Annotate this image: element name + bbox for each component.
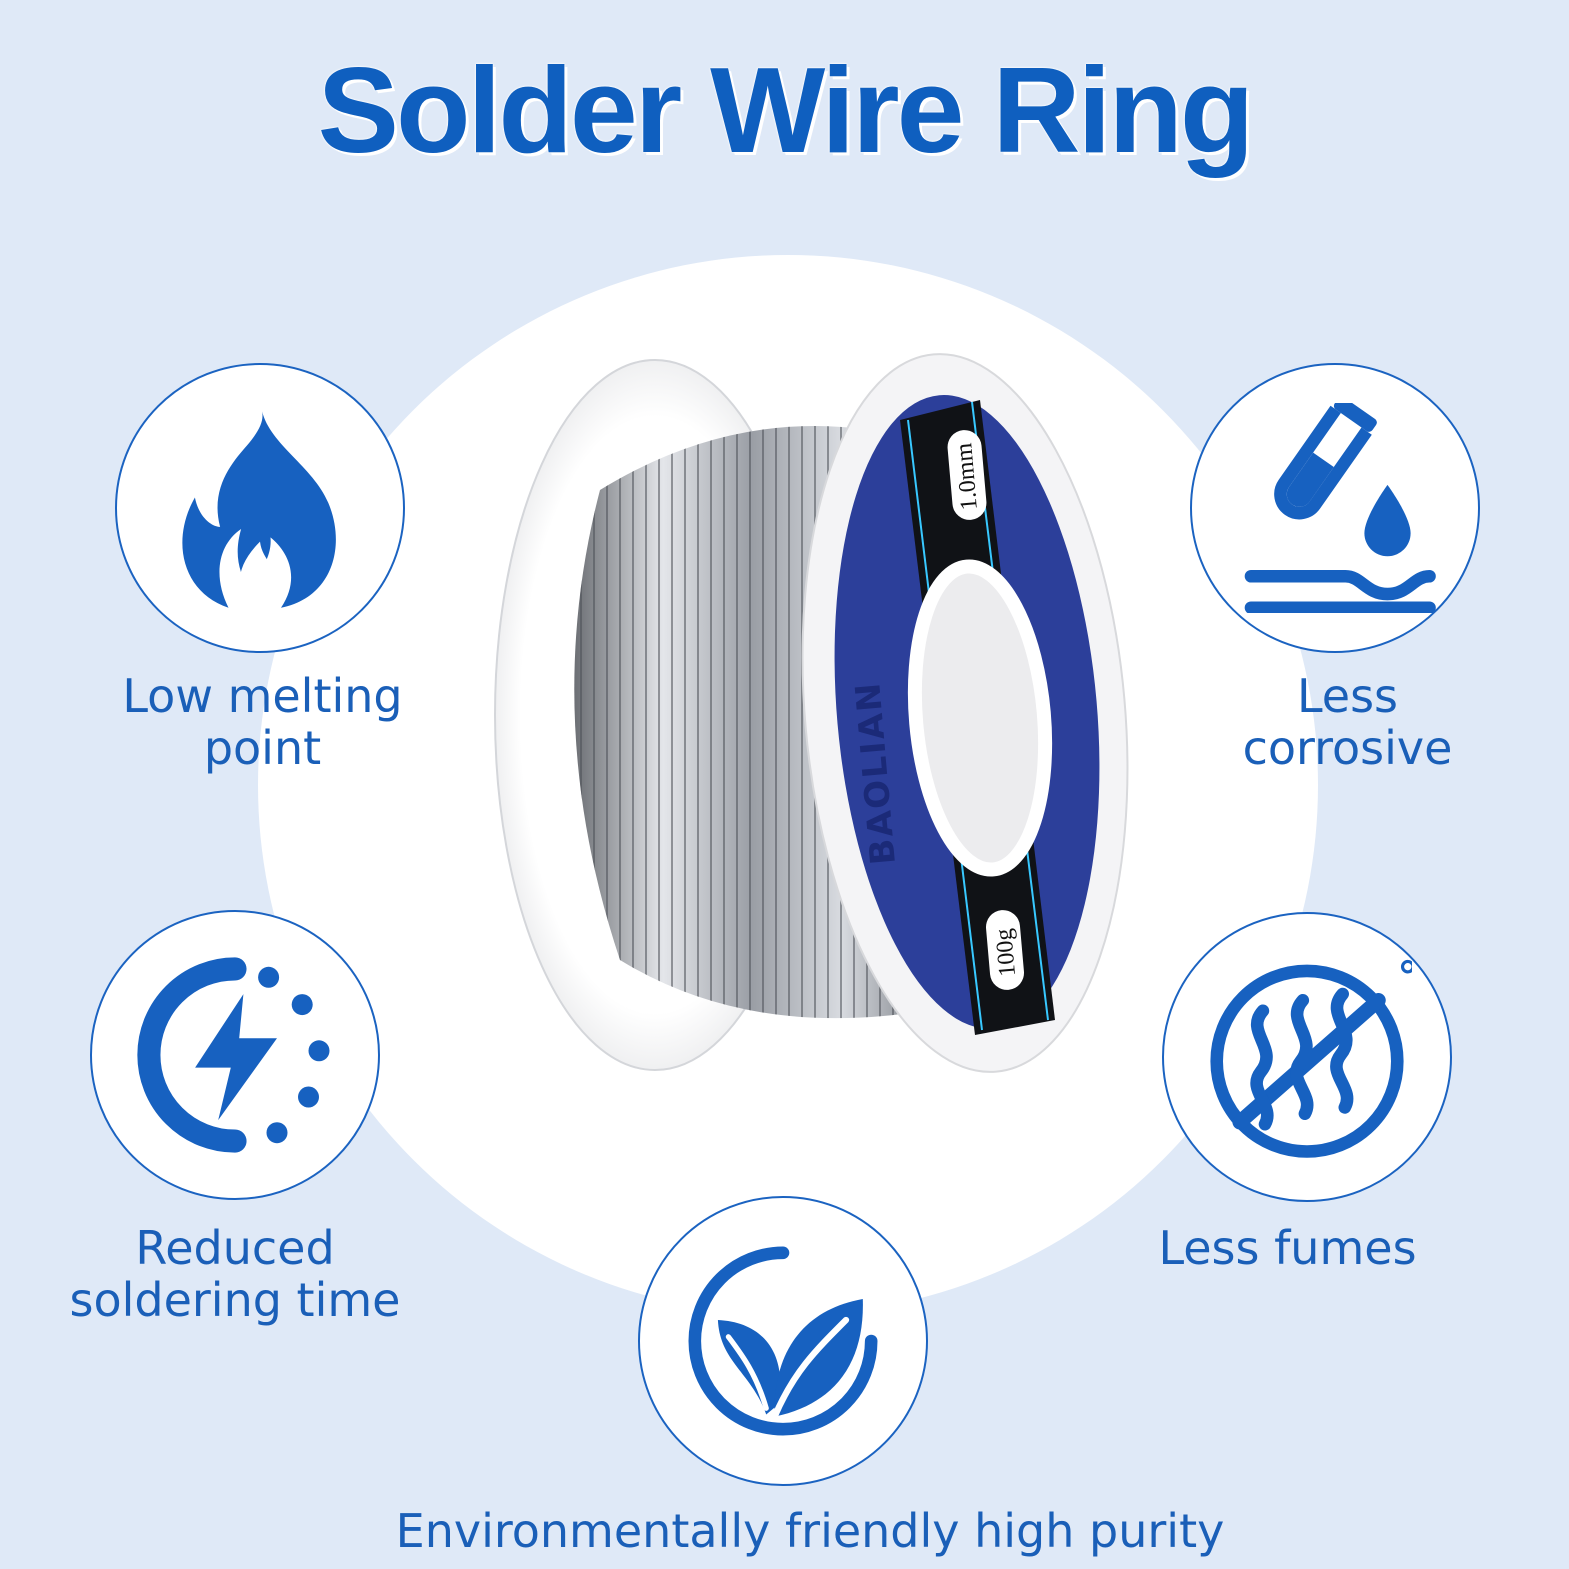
feature-label-less-corrosive: Less corrosive bbox=[1242, 669, 1453, 775]
feature-eco-friendly bbox=[638, 1196, 928, 1486]
solder-spool-image: 1.0mm 100g BAOLIAN bbox=[480, 340, 1130, 1100]
spool-weight: 100g bbox=[991, 928, 1021, 978]
spool-diameter: 1.0mm bbox=[951, 442, 983, 512]
feature-less-fumes bbox=[1162, 912, 1452, 1202]
feature-reduced-time bbox=[90, 910, 380, 1200]
feature-less-corrosive bbox=[1190, 363, 1480, 653]
feature-label-less-fumes: Less fumes bbox=[1158, 1221, 1417, 1275]
feature-label-eco-friendly: Environmentally friendly high purity bbox=[395, 1504, 1225, 1558]
page-title: Solder Wire Ring bbox=[317, 42, 1255, 178]
feature-low-melting bbox=[115, 363, 405, 653]
feature-label-low-melting: Low melting point bbox=[122, 669, 403, 775]
fast-lightning-icon bbox=[137, 957, 330, 1153]
test-tube-drop-icon bbox=[1244, 403, 1436, 613]
no-fumes-icon bbox=[1210, 959, 1412, 1158]
leaf-icon bbox=[688, 1246, 878, 1436]
flame-icon bbox=[182, 411, 336, 609]
feature-label-reduced-time: Reduced soldering time bbox=[69, 1221, 401, 1327]
spool-hub bbox=[907, 559, 1053, 877]
